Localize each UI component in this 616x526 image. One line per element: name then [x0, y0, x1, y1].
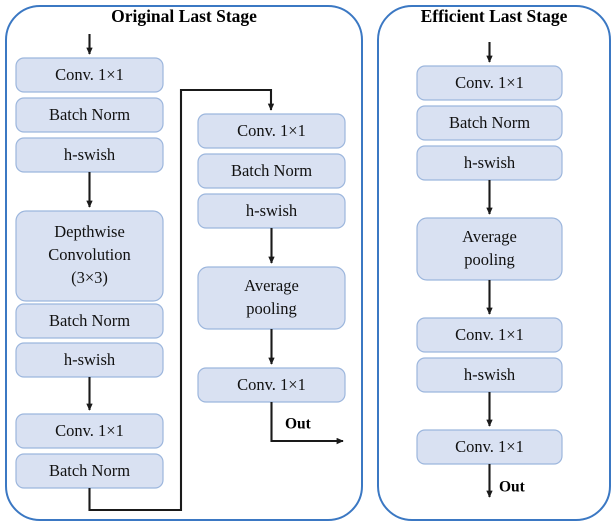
node-label: Conv. 1×1 [237, 375, 306, 394]
node-label: Conv. 1×1 [455, 437, 524, 456]
node-box [197, 153, 346, 189]
node-label: Conv. 1×1 [455, 73, 524, 92]
node-efficient-0: Conv. 1×1 [416, 65, 563, 101]
panel-efficient-last-stage: Efficient Last Stage Conv. 1×1 Batch Nor… [377, 5, 611, 521]
node-label: Batch Norm [49, 105, 130, 124]
node-original-head-1: Batch Norm [197, 153, 346, 189]
node-efficient-4: Conv. 1×1 [416, 317, 563, 353]
node-box [416, 65, 563, 101]
node-label: Conv. 1×1 [237, 121, 306, 140]
node-label: h-swish [464, 365, 516, 384]
node-original-main-6: Conv. 1×1 [15, 413, 164, 449]
node-box [416, 317, 563, 353]
node-box [15, 413, 164, 449]
node-efficient-6: Conv. 1×1 [416, 429, 563, 465]
node-original-main-4: Batch Norm [15, 303, 164, 339]
node-label-line-1: Average [462, 227, 517, 246]
node-box [15, 97, 164, 133]
node-label: h-swish [464, 153, 516, 172]
node-label-line-1: Average [244, 276, 299, 295]
node-label: h-swish [246, 201, 298, 220]
node-original-head-3: Average pooling [197, 266, 346, 330]
node-label: h-swish [64, 350, 116, 369]
node-label: h-swish [64, 145, 116, 164]
node-original-head-4: Conv. 1×1 [197, 367, 346, 403]
node-efficient-1: Batch Norm [416, 105, 563, 141]
edge-original-output-arrow [270, 402, 344, 445]
node-efficient-3: Average pooling [416, 217, 563, 281]
node-box [15, 57, 164, 93]
node-label: Batch Norm [49, 311, 130, 330]
node-label-line-2: pooling [246, 299, 296, 318]
node-label-line-1: Depthwise [54, 222, 125, 241]
node-original-main-2: h-swish [15, 137, 164, 173]
panel-original-last-stage: Original Last Stage Conv. 1×1 Batch Norm… [5, 5, 363, 521]
output-label-original: Out [285, 416, 312, 433]
node-label: Conv. 1×1 [55, 65, 124, 84]
node-label: Conv. 1×1 [55, 421, 124, 440]
output-label-efficient: Out [499, 479, 526, 496]
node-box [15, 303, 164, 339]
node-original-head-2: h-swish [197, 193, 346, 229]
panel-efficient-title: Efficient Last Stage [421, 6, 568, 26]
node-label: Conv. 1×1 [455, 325, 524, 344]
node-original-main-7: Batch Norm [15, 453, 164, 489]
node-box [15, 210, 164, 302]
node-original-main-1: Batch Norm [15, 97, 164, 133]
node-original-main-5: h-swish [15, 342, 164, 378]
node-box [197, 113, 346, 149]
node-label-line-3: (3×3) [71, 268, 108, 287]
node-original-main-0: Conv. 1×1 [15, 57, 164, 93]
node-efficient-2: h-swish [416, 145, 563, 181]
node-label: Batch Norm [231, 161, 312, 180]
node-original-head-0: Conv. 1×1 [197, 113, 346, 149]
node-box [416, 105, 563, 141]
node-label-line-2: pooling [464, 250, 514, 269]
node-original-main-3: Depthwise Convolution (3×3) [15, 210, 164, 302]
panel-original-title: Original Last Stage [111, 6, 257, 26]
node-label-line-2: Convolution [48, 245, 131, 264]
node-efficient-5: h-swish [416, 357, 563, 393]
node-label: Batch Norm [49, 461, 130, 480]
edge-original-skip-connection [88, 88, 275, 512]
node-label: Batch Norm [449, 113, 530, 132]
